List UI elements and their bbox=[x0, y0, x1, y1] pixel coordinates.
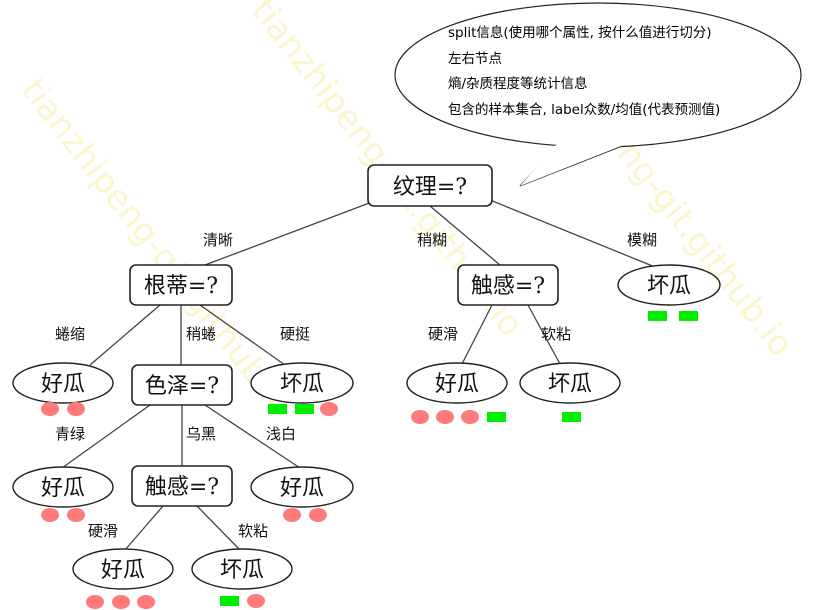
edge-label: 乌黑 bbox=[186, 425, 216, 443]
node-label: 触感=? bbox=[145, 475, 219, 500]
bubble-line-children: 左右节点 bbox=[448, 51, 502, 67]
leaf-qianbai: 好瓜 bbox=[250, 466, 354, 508]
bad-sample-marker bbox=[487, 412, 506, 422]
edge-label: 浅白 bbox=[266, 425, 296, 443]
bubble-line-entropy: 熵/杂质程度等统计信息 bbox=[448, 75, 588, 92]
good-sample-marker bbox=[137, 595, 155, 609]
edge-label: 软粘 bbox=[238, 522, 268, 540]
node-label: 坏瓜 bbox=[647, 274, 691, 299]
bubble-line-samples: 包含的样本集合, label众数/均值(代表预测值) bbox=[448, 102, 720, 118]
good-sample-marker bbox=[67, 402, 85, 416]
good-sample-marker bbox=[436, 410, 454, 424]
node-chugan-right: 触感=? bbox=[457, 264, 559, 306]
bad-sample-marker bbox=[648, 311, 667, 321]
edge-labels: 清晰 稍糊 模糊 蜷缩 稍蜷 硬挺 硬滑 软粘 青绿 乌黑 浅白 硬滑 软粘 bbox=[55, 231, 657, 540]
bad-sample-marker bbox=[220, 596, 239, 606]
edge-label: 硬挺 bbox=[280, 325, 310, 343]
good-sample-marker bbox=[309, 508, 327, 522]
node-label: 好瓜 bbox=[101, 558, 145, 583]
edge-label: 蜷缩 bbox=[55, 325, 85, 343]
good-sample-marker bbox=[86, 595, 104, 609]
bad-sample-marker bbox=[268, 404, 287, 414]
node-label: 坏瓜 bbox=[220, 558, 264, 583]
node-label: 坏瓜 bbox=[280, 372, 324, 397]
node-label: 坏瓜 bbox=[548, 372, 592, 397]
leaf-yinghua-right: 好瓜 bbox=[406, 362, 508, 404]
good-sample-marker bbox=[283, 508, 301, 522]
node-label: 根蒂=? bbox=[144, 274, 218, 299]
sample-markers bbox=[41, 311, 698, 609]
good-sample-marker bbox=[411, 410, 429, 424]
node-label: 好瓜 bbox=[435, 372, 479, 397]
leaf-quansuo: 好瓜 bbox=[12, 362, 114, 404]
node-root: 纹理=? bbox=[367, 164, 493, 207]
good-sample-marker bbox=[112, 595, 130, 609]
good-sample-marker bbox=[320, 402, 338, 416]
node-gendi: 根蒂=? bbox=[129, 264, 233, 306]
edge-label: 软粘 bbox=[541, 325, 571, 343]
good-sample-marker bbox=[67, 508, 85, 522]
good-sample-marker bbox=[41, 508, 59, 522]
leaf-yingting: 坏瓜 bbox=[250, 362, 354, 404]
node-label: 好瓜 bbox=[280, 476, 324, 501]
edge-label: 稍糊 bbox=[417, 231, 447, 249]
edge-label: 硬滑 bbox=[428, 325, 458, 343]
node-label: 纹理=? bbox=[393, 175, 467, 200]
node-label: 好瓜 bbox=[41, 476, 85, 501]
bad-sample-marker bbox=[679, 311, 698, 321]
leaf-ruannian-bottom: 坏瓜 bbox=[191, 548, 293, 590]
leaf-yinghua-bottom: 好瓜 bbox=[72, 548, 174, 590]
node-label: 触感=? bbox=[471, 274, 545, 299]
node-sezhe: 色泽=? bbox=[131, 364, 233, 406]
node-label: 色泽=? bbox=[145, 374, 219, 399]
node-chugan-bottom: 触感=? bbox=[131, 465, 233, 507]
node-label: 好瓜 bbox=[41, 372, 85, 397]
tree-edges bbox=[61, 199, 656, 551]
speech-bubble: split信息(使用哪个属性, 按什么值进行切分) 左右节点 熵/杂质程度等统计… bbox=[394, 2, 802, 187]
good-sample-marker bbox=[461, 410, 479, 424]
good-sample-marker bbox=[41, 402, 59, 416]
leaf-ruannian-right: 坏瓜 bbox=[519, 362, 621, 404]
leaf-mohu: 坏瓜 bbox=[617, 264, 721, 306]
bubble-line-split: split信息(使用哪个属性, 按什么值进行切分) bbox=[448, 24, 712, 41]
good-sample-marker bbox=[247, 594, 265, 608]
edge-label: 青绿 bbox=[55, 425, 85, 443]
edge-label: 硬滑 bbox=[88, 522, 118, 540]
edge-label: 清晰 bbox=[203, 231, 233, 249]
leaf-qinglv: 好瓜 bbox=[12, 466, 114, 508]
edge-label: 稍蜷 bbox=[186, 325, 216, 343]
bad-sample-marker bbox=[562, 412, 581, 422]
edge-label: 模糊 bbox=[627, 231, 657, 249]
bad-sample-marker bbox=[295, 404, 314, 414]
